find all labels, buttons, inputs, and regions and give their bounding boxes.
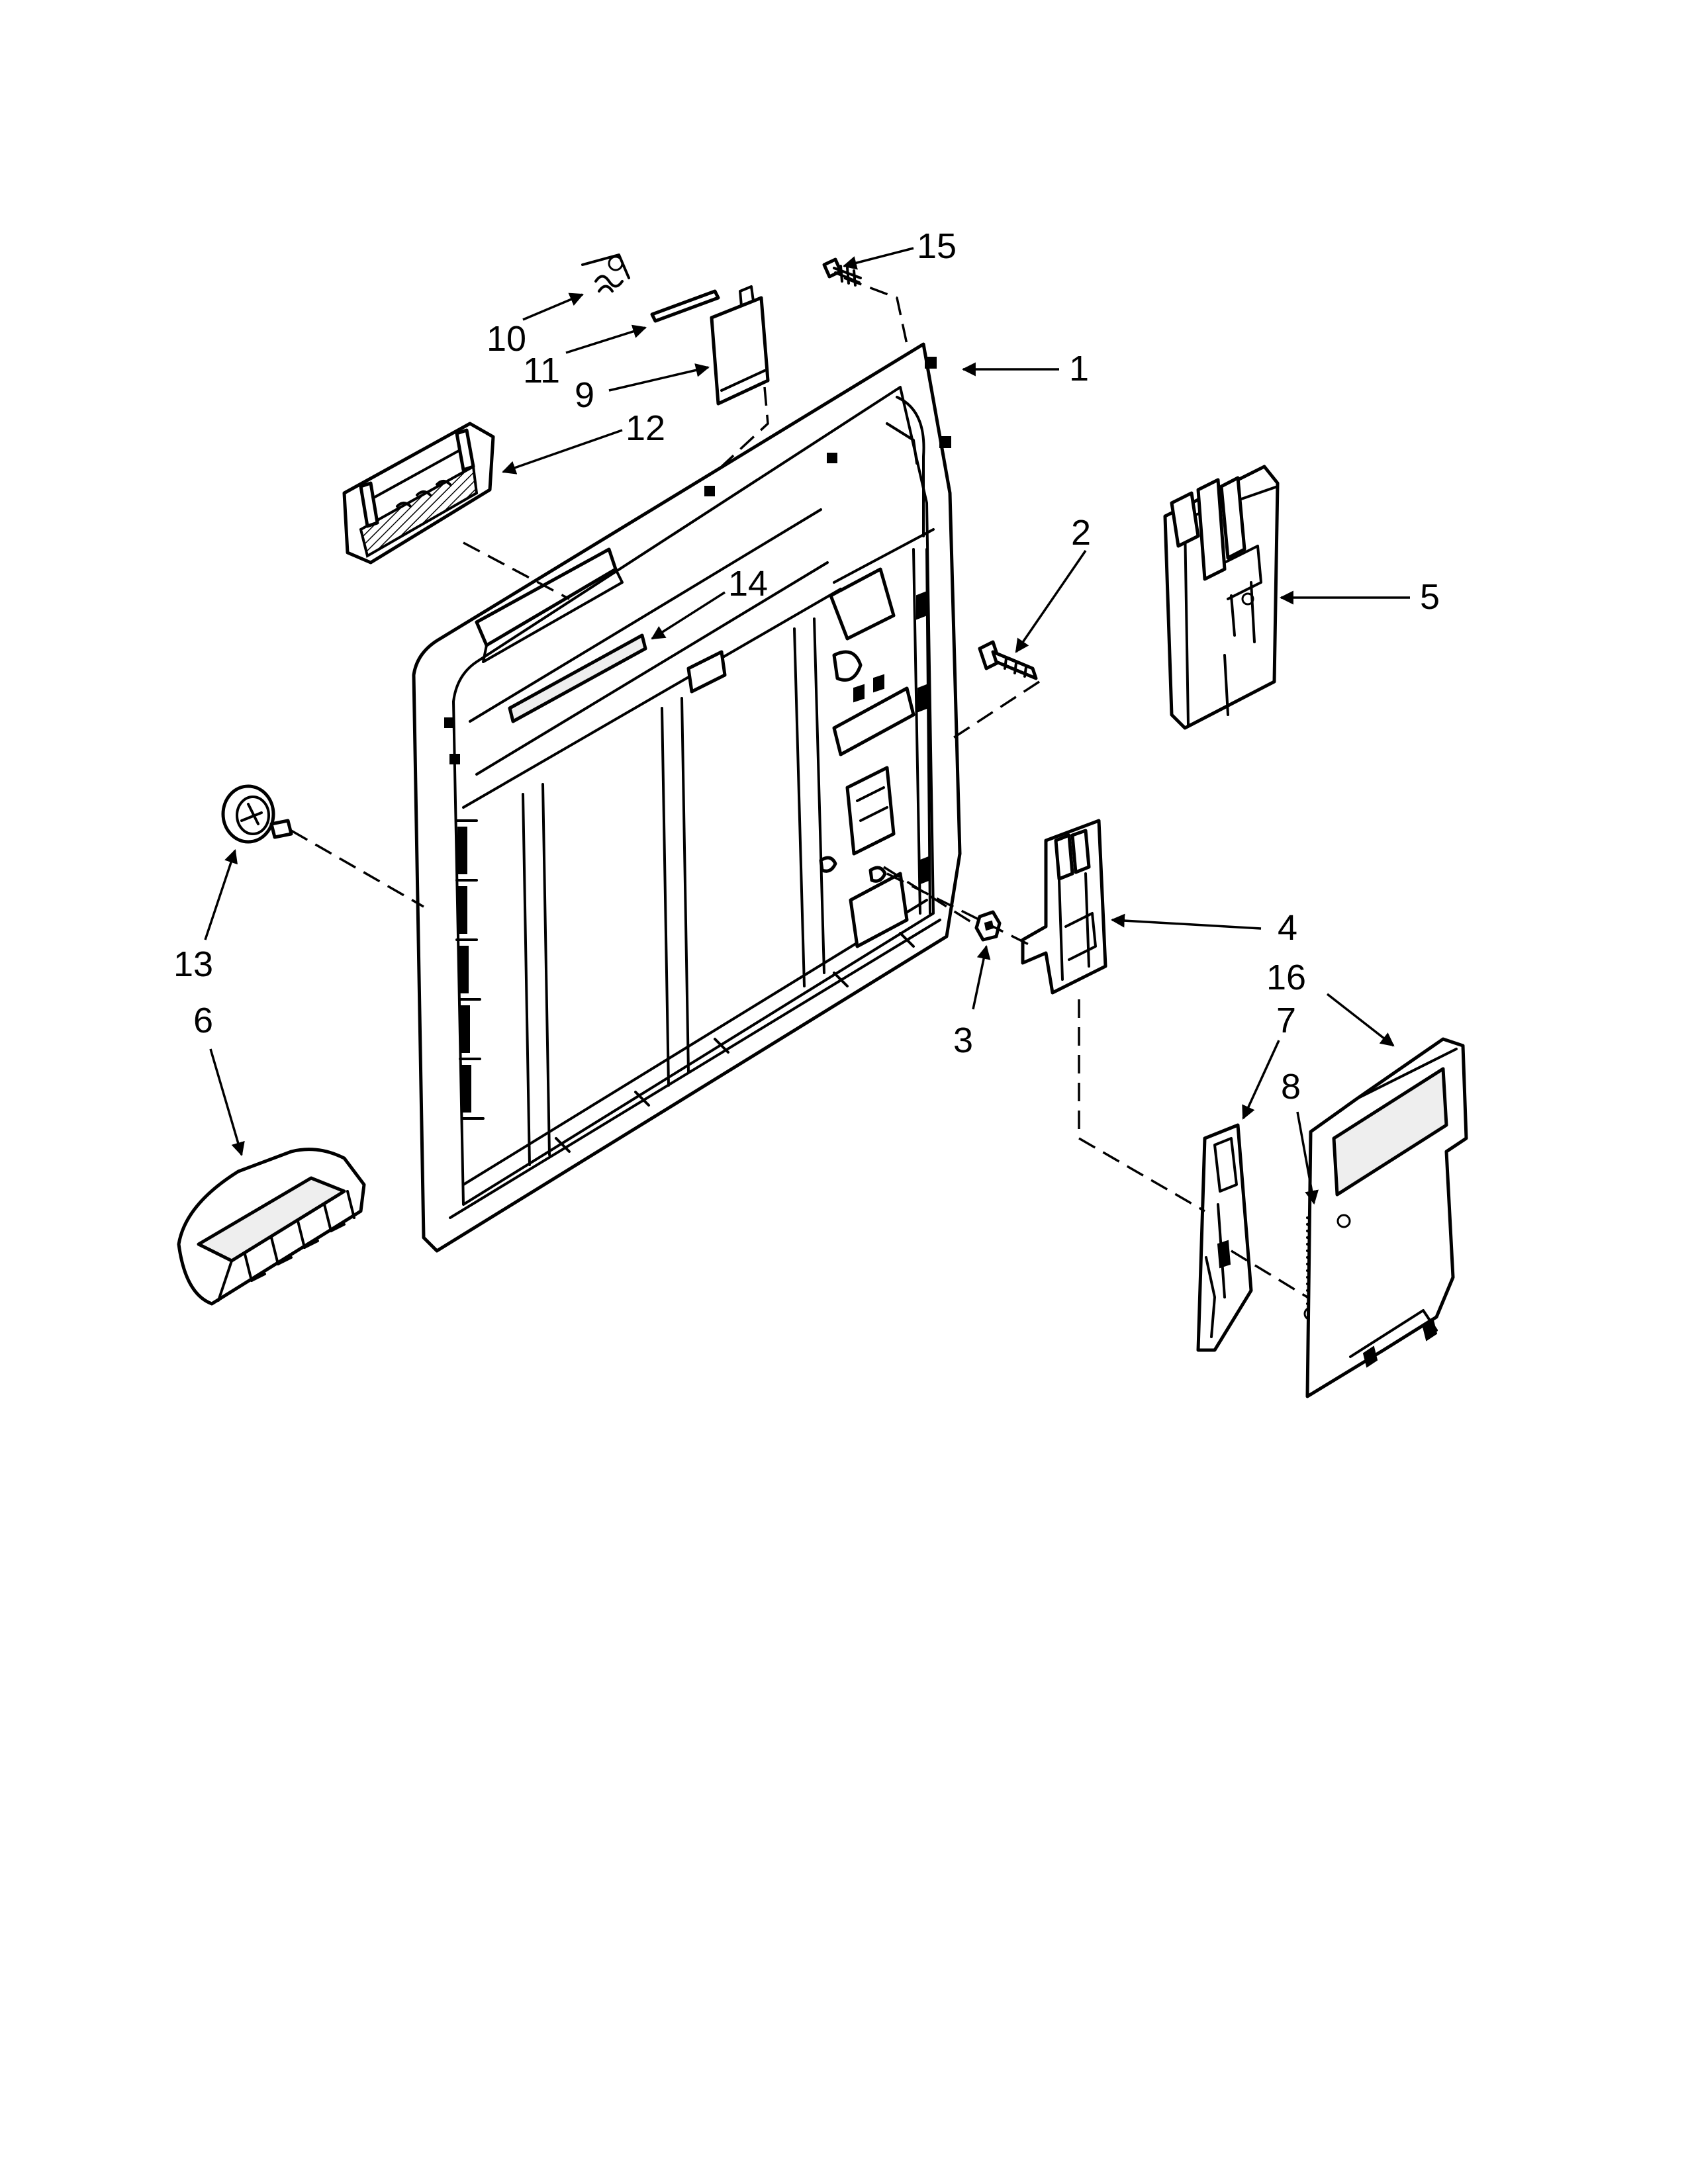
callout-4: 4 [1278,908,1297,948]
callout-9: 9 [575,375,594,415]
slide-plate-part-7 [1196,1123,1253,1352]
callout-6: 6 [193,1001,213,1040]
callout-13: 13 [173,944,213,984]
callout-15: 15 [917,226,957,266]
handle-part-12 [342,422,495,565]
spring-part-10 [581,253,630,293]
latch-strike-part-2 [978,640,1038,680]
left-notches [455,819,485,1120]
leader-lines [204,247,1410,1298]
callout-10: 10 [487,319,526,359]
cap-part-13 [221,784,293,844]
latch-bracket-part-4 [1021,819,1107,995]
vent-cover-part-9 [710,285,770,406]
callout-3: 3 [953,1021,973,1060]
side-cover-part-16 [1305,1037,1468,1398]
callout-labels: 15 10 11 9 12 1 2 5 14 4 3 13 6 16 7 8 [173,226,1440,1107]
callout-7: 7 [1276,1001,1296,1040]
callout-16: 16 [1266,958,1306,997]
callout-14: 14 [728,564,768,604]
inner-door-panel [412,342,962,1253]
callout-11: 11 [523,351,560,390]
rod-part-11 [650,289,720,323]
callout-8: 8 [1281,1067,1301,1107]
cap-part-3 [974,910,1002,942]
callout-5: 5 [1420,577,1440,617]
callout-1: 1 [1069,349,1089,388]
callout-2: 2 [1071,513,1091,553]
callout-12: 12 [626,408,665,448]
foot-part-6 [177,1148,366,1306]
latch-housing-part-5 [1163,465,1280,730]
